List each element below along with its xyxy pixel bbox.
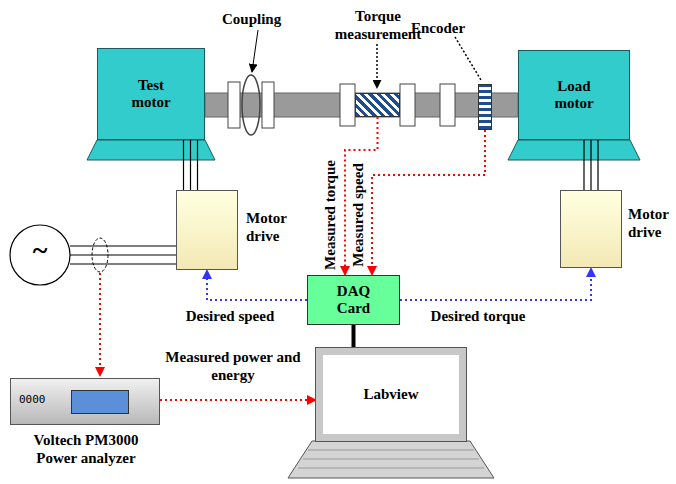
leader-line [252,30,258,72]
node-label: Labview [363,386,418,403]
load-motor: Load motor [518,50,630,140]
connector-line [597,140,598,190]
test-motor: Test motor [97,48,205,140]
daq-card: DAQ Card [307,275,400,325]
flange [400,84,415,126]
coupling-flange [228,82,240,128]
node-label: Load motor [547,78,602,113]
connector-line [190,140,191,190]
node-label: Motor drive [628,205,674,241]
torque-sensor: Torque measurement [355,93,400,117]
connector-line [197,140,198,190]
laptop-screen: Labview [316,348,466,441]
laptop-keyboard [288,441,494,478]
signal-connector [207,270,307,300]
signal-label: Measured speed [350,163,367,266]
motor-base [87,140,215,160]
power-wires [584,140,598,190]
motor-drive: Motor drive [560,190,622,268]
signal-label: Measured power and energy [162,348,304,384]
leader-line [376,44,378,88]
keyboard-keys [298,450,484,468]
part-label: Coupling [222,10,302,28]
supply-wires [70,246,176,264]
power-wires [184,140,198,190]
signal-connector [345,117,378,275]
connector-line [207,270,307,300]
node-label: Motor drive [246,209,302,245]
label-group: Test motor [125,77,178,112]
signal-connector [160,400,316,401]
label-group: Load motor [547,78,602,113]
coupling-ring [242,75,260,135]
signal-label: Measured torque [322,160,339,270]
connector-line [345,117,378,275]
motor-drive: Motor drive [176,190,238,270]
source-symbol: ~ [20,236,60,264]
shaft [205,93,518,117]
connector-line [590,140,591,190]
label-group: DAQ Card [331,283,377,318]
power-analyzer: 0000Voltech PM3000 Power analyzer [10,378,160,425]
coupling-flange [262,82,274,128]
label-group: Labview [363,386,418,403]
display-panel [71,390,129,414]
signal-label: Desired speed [172,307,288,325]
node-label: Test motor [125,77,178,112]
connector-line [400,268,591,300]
node-caption: Voltech PM3000 Power analyzer [21,431,151,467]
connector-line [352,325,356,348]
connector-line [372,130,485,275]
encoder: Encoder [478,84,492,130]
flange [440,84,455,126]
node-label: 0000 [19,393,61,406]
connector-line [583,140,584,190]
signal-connector [400,268,591,300]
signal-label: Desired torque [420,307,536,325]
ac-source [10,225,70,285]
measurement-tap [99,273,101,376]
current-probe [92,238,108,272]
signal-connector [353,325,354,348]
connector-line [183,140,184,190]
flange [340,84,355,126]
node-label: DAQ Card [331,283,377,318]
signal-connector [372,130,485,275]
node-label: Encoder [411,19,481,37]
leader-line [455,37,481,80]
motor-base [508,140,640,160]
connector-line [160,399,316,401]
